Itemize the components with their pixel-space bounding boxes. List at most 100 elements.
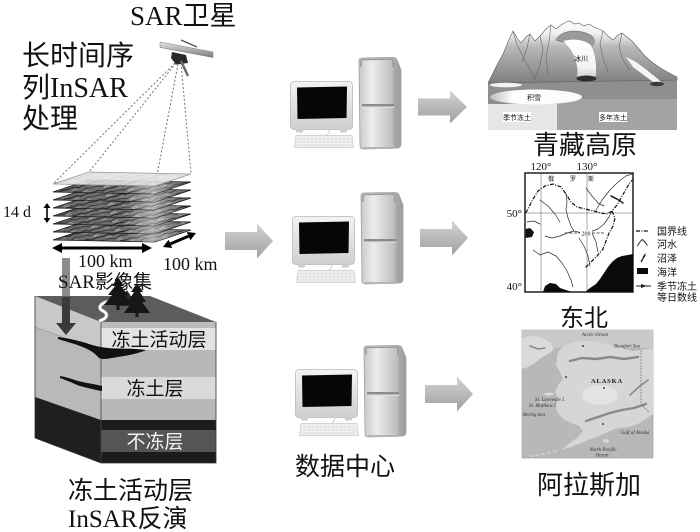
footprint-line bbox=[154, 63, 179, 187]
revisit-arrow-head-up bbox=[43, 203, 51, 208]
radar-footprint-lines bbox=[52, 62, 192, 187]
processing-label-line: 处理 bbox=[22, 103, 78, 135]
layer-band-active bbox=[101, 328, 216, 350]
river-symbol-icon bbox=[637, 238, 648, 247]
layer-band-unfrozen bbox=[101, 430, 216, 452]
permafrost-label: 多年冻土 bbox=[599, 113, 627, 122]
revisit-interval-arrow-icon bbox=[43, 203, 51, 223]
band-dark bbox=[101, 420, 216, 430]
aleutian-island bbox=[529, 455, 533, 457]
legend-item: 沼泽 bbox=[640, 252, 677, 265]
length-dimension-arrow-icon bbox=[163, 232, 196, 248]
map-label: St. Lawrence I. bbox=[535, 398, 565, 403]
place-label: 罗 bbox=[570, 176, 576, 183]
river-line bbox=[544, 230, 575, 239]
region-name-alaska: 阿拉斯加 bbox=[537, 471, 641, 500]
down-arrow-shaft-upper bbox=[62, 258, 70, 297]
mountain-relief bbox=[584, 402, 648, 423]
latitude-tick-label: 40° bbox=[507, 281, 522, 293]
place-label: 斯 bbox=[588, 175, 594, 183]
block-top-face bbox=[35, 296, 216, 322]
swath-length-label: 100 km bbox=[163, 254, 218, 274]
ridge-line bbox=[512, 30, 537, 81]
legend-label: 沼泽 bbox=[657, 252, 677, 265]
down-arrow-head bbox=[56, 323, 76, 335]
river-line bbox=[578, 237, 591, 267]
data-center-label: 数据中心 bbox=[295, 453, 395, 481]
glacier-streak bbox=[626, 57, 663, 84]
map-label: North Pacific bbox=[588, 448, 617, 453]
left-face-unfrozen-zone bbox=[35, 397, 101, 463]
glacier-tongue bbox=[562, 39, 597, 80]
legend-item: 季节冻土 等日数线 bbox=[636, 280, 697, 304]
satellite-label: SAR卫星 bbox=[130, 1, 237, 31]
legend-item: 国界线 bbox=[636, 225, 687, 238]
river-line bbox=[526, 220, 541, 225]
revisit-arrow-head-down bbox=[43, 218, 51, 223]
legend-label: 国界线 bbox=[657, 225, 687, 238]
down-arrow-shaft bbox=[62, 297, 70, 324]
inversion-caption: 冻土活动层 InSAR反演 bbox=[68, 477, 193, 532]
longitude-tick-label: 130° bbox=[577, 161, 598, 173]
layer-label-active: 冻土活动层 bbox=[111, 329, 206, 351]
aleutian-island bbox=[553, 450, 557, 452]
island bbox=[539, 401, 543, 403]
aleutian-island bbox=[541, 453, 545, 455]
swath-width-label: 100 km bbox=[78, 251, 133, 271]
permafrost-block-diagram: 冻土活动层 冻土层 不冻层 bbox=[34, 277, 217, 464]
ice-lens bbox=[58, 337, 146, 359]
tree bbox=[104, 277, 132, 305]
map-label: Arctic Ocean bbox=[581, 333, 609, 338]
legend-item: 海洋 bbox=[637, 266, 677, 279]
legend-item: 河水 bbox=[637, 238, 677, 251]
map-label: Beaufort Sea bbox=[614, 345, 640, 350]
inversion-caption-line: 冻土活动层 bbox=[68, 477, 193, 505]
satellite-body bbox=[171, 52, 188, 65]
river-line bbox=[547, 251, 574, 288]
chukotka-landmass bbox=[522, 336, 554, 369]
processing-label-line: 长时间序 bbox=[22, 40, 134, 72]
width-arrow-head-left bbox=[52, 243, 62, 253]
map-label: Ocean bbox=[595, 454, 609, 459]
seasonal-frozen-ground-label: 季节冻土 bbox=[503, 113, 531, 122]
mountain-relief bbox=[629, 379, 649, 396]
length-arrow-head-right bbox=[186, 232, 196, 241]
glacier-label: 冰川 bbox=[574, 54, 588, 63]
map-label: Gulf of Alaska bbox=[621, 431, 650, 436]
width-arrow-head-right bbox=[142, 243, 152, 253]
tree-trunk bbox=[135, 313, 139, 317]
river-line bbox=[595, 173, 634, 211]
ocean-symbol-icon bbox=[637, 268, 648, 274]
isoline-symbol-marker bbox=[641, 284, 647, 288]
map-label: Bering Sea bbox=[523, 413, 546, 418]
river-line bbox=[591, 232, 599, 253]
layer-label-permafrost: 冻土层 bbox=[126, 378, 183, 400]
ridge-line bbox=[521, 33, 531, 63]
label-box bbox=[503, 112, 531, 122]
latitude-tick-label: 50° bbox=[507, 208, 522, 220]
legend-label: 河水 bbox=[657, 239, 677, 251]
sar-image-stack bbox=[52, 171, 192, 243]
glacier-terminus bbox=[576, 75, 597, 82]
footprint-line bbox=[88, 62, 177, 173]
layer-band-permafrost bbox=[101, 377, 216, 399]
city-marker bbox=[603, 387, 605, 389]
snow-cover bbox=[490, 89, 582, 105]
city-marker bbox=[582, 345, 584, 347]
city-marker bbox=[602, 423, 604, 425]
map-label: St. Matthew I. bbox=[529, 404, 557, 409]
tree-trunk bbox=[116, 305, 120, 310]
aleutian-island bbox=[535, 454, 539, 456]
left-face-frozen-zone bbox=[35, 327, 101, 420]
isoline-value-label: 200 bbox=[582, 232, 591, 238]
island bbox=[603, 439, 609, 443]
flow-arrow-icon bbox=[420, 220, 468, 256]
longitude-tick-label: 120° bbox=[531, 161, 552, 173]
national-border bbox=[584, 210, 616, 269]
city-marker bbox=[565, 376, 567, 378]
satellite-icon bbox=[159, 39, 214, 77]
river-line bbox=[585, 187, 605, 207]
region-name-qinghai-tibet: 青藏高原 bbox=[533, 131, 637, 160]
legend-label: 海洋 bbox=[657, 266, 677, 279]
mountain-relief bbox=[568, 355, 640, 363]
